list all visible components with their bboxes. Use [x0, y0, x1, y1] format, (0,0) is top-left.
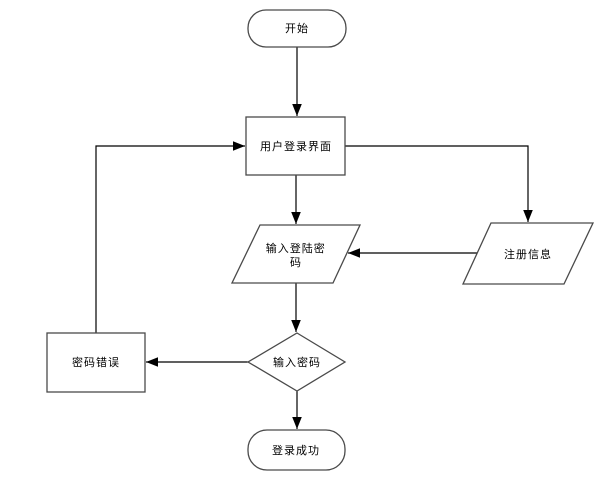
password-decision-shape [246, 332, 347, 392]
password-error-process-shape [46, 332, 146, 393]
login-success-terminator-shape [247, 429, 346, 471]
edge-login-ui-to-register-info [345, 145, 533, 222]
node-login-ui: 用户登录界面 [245, 116, 346, 176]
enter-password-io-shape [230, 224, 362, 284]
password-error-label: 密码错误 [72, 355, 120, 369]
node-register-info: 注册信息 [461, 222, 595, 285]
login-ui-process-shape [245, 116, 346, 176]
register-info-label: 注册信息 [504, 247, 552, 261]
login-success-label: 登录成功 [272, 443, 320, 457]
start-terminator-shape [247, 9, 347, 48]
enter-password-label: 输入登陆密 码 [266, 241, 331, 269]
start-label: 开始 [285, 21, 309, 35]
edge-password-error-to-login-ui [95, 141, 245, 333]
register-info-io-shape [461, 222, 595, 285]
node-start: 开始 [247, 9, 347, 48]
node-login-success: 登录成功 [247, 429, 346, 471]
password-decision-label: 输入密码 [273, 355, 321, 369]
login-ui-label: 用户登录界面 [260, 139, 332, 153]
node-enter-login-password: 输入登陆密 码 [230, 224, 362, 284]
node-password-decision: 输入密码 [246, 332, 347, 392]
node-password-error: 密码错误 [46, 332, 146, 393]
